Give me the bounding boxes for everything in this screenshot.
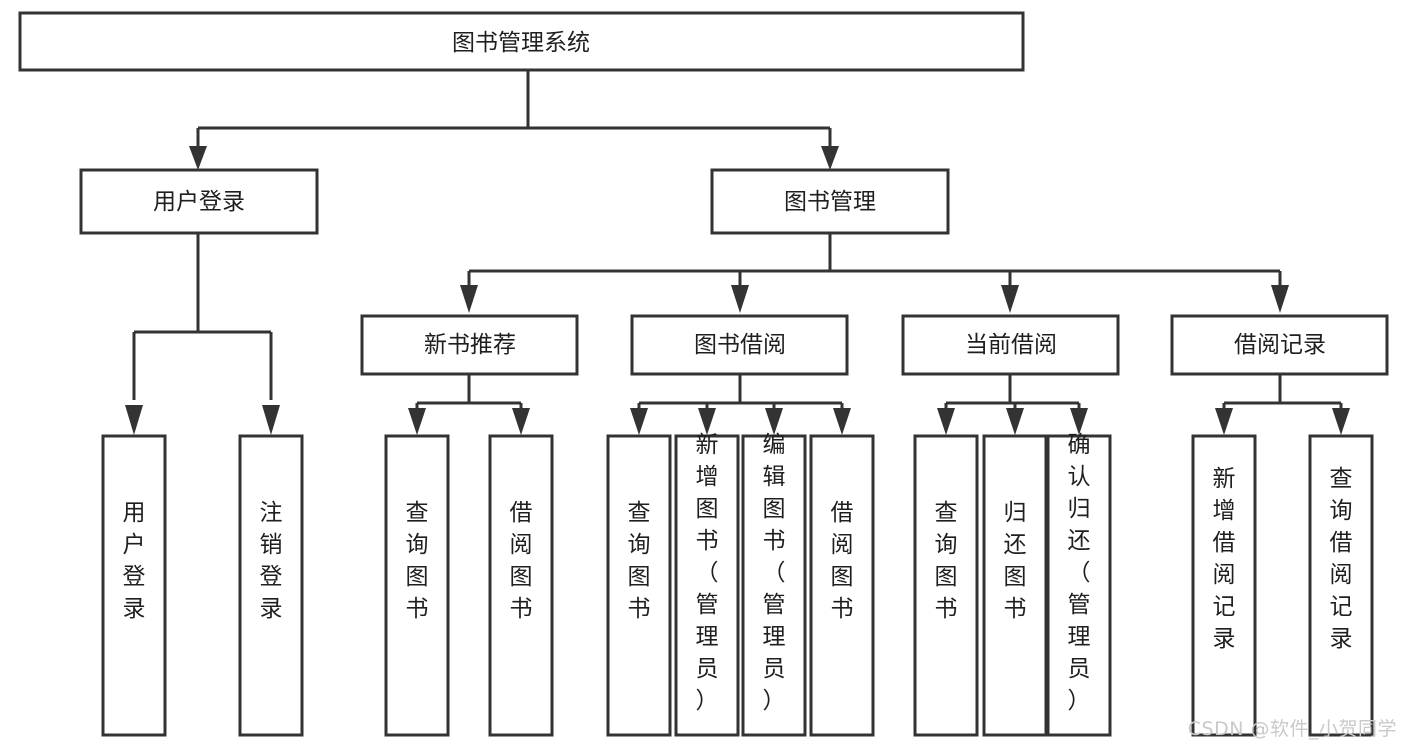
arrow-head-icon [1006,408,1024,435]
connector-root-to-level2 [189,70,839,170]
leaf-borrow-record-1[interactable]: 新增借阅记录 [1191,434,1257,737]
arrow-head-icon [189,146,207,170]
leaf-label: 借阅图书 [510,500,533,622]
node-root-label: 图书管理系统 [452,30,590,56]
leaf-label: 归还图书 [1004,500,1027,622]
arrow-head-icon [125,405,143,435]
arrow-head-icon [833,408,851,435]
leaf-book-borrow-3[interactable]: 编辑图书（管理员） [741,432,807,737]
arrow-head-icon [937,408,955,435]
arrow-head-icon [698,408,716,435]
leaf-box[interactable] [913,434,979,737]
node-new-book-recommend[interactable]: 新书推荐 [360,314,579,376]
leaf-book-borrow-1[interactable]: 查询图书 [606,434,672,737]
leaf-box[interactable] [674,434,740,737]
node-borrow-record-box[interactable] [1170,314,1389,376]
arrow-head-icon [765,408,783,435]
connector-borrow-record-to-leaves [1215,374,1350,435]
node-borrow-record[interactable]: 借阅记录 [1170,314,1389,376]
leaf-box[interactable] [1308,434,1374,737]
leaf-box[interactable] [384,434,450,737]
leaf-label: 查询图书 [406,500,429,622]
node-user-login-label: 用户登录 [153,189,245,215]
node-current-borrow-label: 当前借阅 [965,332,1057,358]
leaf-book-borrow-2[interactable]: 新增图书（管理员） [674,432,740,737]
arrow-head-icon [1215,408,1233,435]
arrow-head-icon [1271,285,1289,313]
connector-book-borrow-to-leaves [630,374,851,435]
node-book-manage[interactable]: 图书管理 [710,168,950,235]
arrow-head-icon [460,285,478,313]
watermark-text: CSDN @软件_小贺同学 [1187,718,1397,740]
connector-current-borrow-to-leaves [937,374,1088,435]
leaf-label: 确认归还（管理员） [1068,432,1091,714]
leaf-label: 新增借阅记录 [1213,466,1236,652]
connector-user-login-to-leaves [125,233,280,435]
leaf-label: 编辑图书（管理员） [763,432,786,714]
leaf-label: 查询图书 [628,500,651,622]
node-new-book-recommend-label: 新书推荐 [424,332,516,358]
node-book-borrow-label: 图书借阅 [694,332,786,358]
leaf-box[interactable] [809,434,875,737]
leaf-box[interactable] [238,434,304,737]
leaf-new-book-2[interactable]: 借阅图书 [488,434,554,737]
leaf-label: 查询图书 [935,500,958,622]
node-root[interactable]: 图书管理系统 [18,11,1025,72]
node-current-borrow[interactable]: 当前借阅 [901,314,1120,376]
arrow-head-icon [731,285,749,313]
leaf-user-login-1[interactable]: 用户登录 [101,434,167,737]
arrow-head-icon [1001,285,1019,313]
connector-book-manage-to-level3 [460,233,1289,313]
node-book-manage-label: 图书管理 [784,189,876,215]
arrow-head-icon [1332,408,1350,435]
leaf-new-book-1[interactable]: 查询图书 [384,434,450,737]
arrow-head-icon [408,408,426,435]
leaf-label: 注销登录 [260,500,283,622]
node-user-login[interactable]: 用户登录 [79,168,319,235]
leaf-box[interactable] [1046,434,1112,737]
node-book-borrow[interactable]: 图书借阅 [630,314,849,376]
leaf-current-borrow-2[interactable]: 归还图书 [982,434,1048,737]
leaf-box[interactable] [982,434,1048,737]
arrow-head-icon [821,146,839,170]
arrow-head-icon [512,408,530,435]
node-root-box[interactable] [18,11,1025,72]
node-borrow-record-label: 借阅记录 [1234,332,1326,358]
connector-new-book-to-leaves [408,374,530,435]
leaf-box[interactable] [488,434,554,737]
leaf-box[interactable] [741,434,807,737]
leaf-book-borrow-4[interactable]: 借阅图书 [809,434,875,737]
leaf-box[interactable] [101,434,167,737]
arrow-head-icon [1070,408,1088,435]
leaf-label: 借阅图书 [831,500,854,622]
leaf-box[interactable] [606,434,672,737]
arrow-head-icon [262,405,280,435]
node-user-login-box[interactable] [79,168,319,235]
leaf-borrow-record-2[interactable]: 查询借阅记录 [1308,434,1374,737]
node-new-book-recommend-box[interactable] [360,314,579,376]
leaf-label: 查询借阅记录 [1330,466,1353,652]
leaf-label: 用户登录 [123,500,146,622]
leaf-current-borrow-1[interactable]: 查询图书 [913,434,979,737]
arrow-head-icon [630,408,648,435]
leaf-current-borrow-3[interactable]: 确认归还（管理员） [1046,432,1112,737]
node-book-borrow-box[interactable] [630,314,849,376]
node-current-borrow-box[interactable] [901,314,1120,376]
leaf-user-login-2[interactable]: 注销登录 [238,434,304,737]
node-book-manage-box[interactable] [710,168,950,235]
leaf-label: 新增图书（管理员） [696,432,719,714]
leaf-box[interactable] [1191,434,1257,737]
